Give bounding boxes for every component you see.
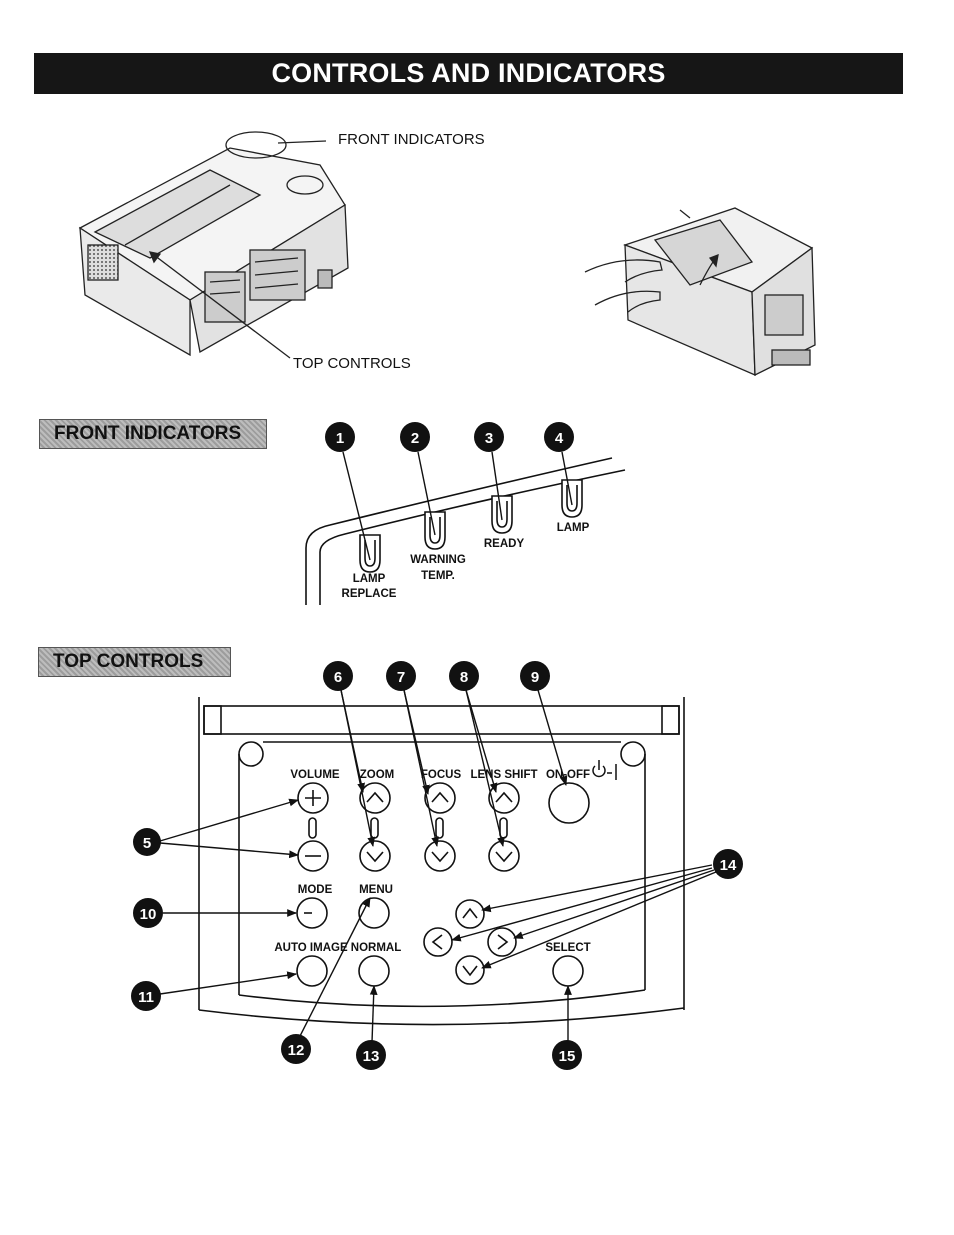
- focus-up-button[interactable]: [424, 782, 456, 814]
- power-symbol-icon: [592, 760, 617, 780]
- chevron-up-icon: [462, 907, 478, 919]
- zoom-rocker-bar: [370, 817, 379, 839]
- chevron-down-icon: [495, 851, 513, 863]
- control-number-14: 14: [713, 849, 743, 879]
- chevron-down-icon: [462, 965, 478, 977]
- indicator-panel-edge-inner: [319, 469, 626, 605]
- indicator-label-lamp-replace-1: LAMP: [353, 573, 386, 585]
- auto-image-button[interactable]: [296, 955, 328, 987]
- focus-rocker-bar: [435, 817, 444, 839]
- select-button[interactable]: [552, 955, 584, 987]
- lens-shift-label: LENS SHIFT: [470, 769, 537, 781]
- menu-label: MENU: [359, 884, 393, 896]
- projector-lid-open-drawing: [584, 207, 816, 377]
- indicator-number-4: 4: [544, 422, 574, 452]
- svg-text:13: 13: [363, 1048, 380, 1065]
- volume-down-button[interactable]: [297, 840, 329, 872]
- svg-text:8: 8: [460, 669, 468, 686]
- svg-text:12: 12: [288, 1042, 305, 1059]
- control-number-8: 8: [449, 661, 479, 691]
- svg-text:4: 4: [555, 430, 564, 447]
- on-off-button[interactable]: [548, 782, 590, 824]
- top-controls-heading-text: TOP CONTROLS: [53, 651, 204, 672]
- pointer-up-button[interactable]: [455, 899, 485, 929]
- mode-label: MODE: [298, 884, 333, 896]
- front-indicators-heading: FRONT INDICATORS: [39, 419, 267, 449]
- svg-text:10: 10: [140, 906, 157, 923]
- control-number-12: 12: [281, 1034, 311, 1064]
- svg-text:11: 11: [138, 989, 154, 1006]
- leader-arrows: [159, 689, 717, 1043]
- pointer-left-button[interactable]: [423, 927, 453, 957]
- control-number-7: 7: [386, 661, 416, 691]
- indicator-label-lamp-replace-2: REPLACE: [342, 588, 397, 600]
- control-number-5: 5: [133, 828, 161, 856]
- zoom-down-button[interactable]: [359, 840, 391, 872]
- top-controls-heading: TOP CONTROLS: [38, 647, 231, 677]
- mode-button[interactable]: [296, 897, 328, 929]
- projector-front-view-drawing: [78, 131, 349, 359]
- indicator-label-warning-temp-2: TEMP.: [421, 570, 455, 582]
- pointer-right-button[interactable]: [487, 927, 517, 957]
- svg-text:3: 3: [485, 430, 493, 447]
- projector-illustrations: [78, 131, 816, 377]
- control-number-10: 10: [133, 898, 163, 928]
- svg-text:5: 5: [143, 835, 151, 852]
- menu-button[interactable]: [358, 897, 390, 929]
- indicator-label-ready: READY: [484, 538, 525, 550]
- front-indicators-heading-text: FRONT INDICATORS: [54, 423, 242, 444]
- svg-text:7: 7: [397, 669, 405, 686]
- svg-text:9: 9: [531, 669, 539, 686]
- control-number-13: 13: [356, 1040, 386, 1070]
- indicator-number-3: 3: [474, 422, 504, 452]
- chevron-down-icon: [431, 851, 449, 863]
- chevron-up-icon: [495, 791, 513, 803]
- indicator-ready: [491, 495, 513, 534]
- focus-down-button[interactable]: [424, 840, 456, 872]
- control-number-9: 9: [520, 661, 550, 691]
- chevron-left-icon: [431, 934, 443, 950]
- indicator-number-1: 1: [325, 422, 355, 452]
- svg-text:14: 14: [720, 857, 737, 874]
- volume-up-button[interactable]: [297, 782, 329, 814]
- on-off-label: ON-OFF: [546, 769, 590, 781]
- control-number-11: 11: [131, 981, 161, 1011]
- indicator-warning-temp: [424, 511, 446, 550]
- chevron-up-icon: [431, 791, 449, 803]
- volume-rocker-bar: [308, 817, 317, 839]
- indicator-lamp-replace: [359, 534, 381, 573]
- normal-button[interactable]: [358, 955, 390, 987]
- control-number-6: 6: [323, 661, 353, 691]
- indicator-number-2: 2: [400, 422, 430, 452]
- volume-label: VOLUME: [290, 769, 340, 781]
- zoom-up-button[interactable]: [359, 782, 391, 814]
- lens-shift-down-button[interactable]: [488, 840, 520, 872]
- focus-label: FOCUS: [421, 769, 462, 781]
- indicator-label-warning-temp-1: WARNING: [410, 554, 466, 566]
- indicator-lamp: [561, 479, 583, 518]
- chevron-down-icon: [366, 851, 384, 863]
- svg-text:1: 1: [336, 430, 344, 447]
- top-controls-callout: TOP CONTROLS: [293, 355, 411, 372]
- front-indicators-diagram: 1 2 3 4 LAMP REPLACE WARNING TEMP. READY…: [305, 422, 626, 605]
- svg-text:15: 15: [559, 1048, 576, 1065]
- svg-text:2: 2: [411, 430, 419, 447]
- page-title-bar: CONTROLS AND INDICATORS: [34, 53, 903, 94]
- indicator-panel-edge-outer: [305, 457, 613, 605]
- chevron-up-icon: [366, 791, 384, 803]
- control-number-15: 15: [552, 1040, 582, 1070]
- select-label: SELECT: [545, 942, 590, 954]
- chevron-right-icon: [497, 934, 509, 950]
- top-panel-body: [198, 697, 685, 1026]
- indicator-label-lamp: LAMP: [557, 522, 590, 534]
- auto-image-label: AUTO IMAGE: [274, 942, 348, 954]
- zoom-label: ZOOM: [360, 769, 395, 781]
- front-indicators-callout: FRONT INDICATORS: [338, 131, 485, 148]
- pointer-down-button[interactable]: [455, 955, 485, 985]
- plus-icon: [305, 790, 321, 806]
- page-title: CONTROLS AND INDICATORS: [271, 58, 666, 88]
- svg-text:6: 6: [334, 669, 342, 686]
- normal-label: NORMAL: [351, 942, 401, 954]
